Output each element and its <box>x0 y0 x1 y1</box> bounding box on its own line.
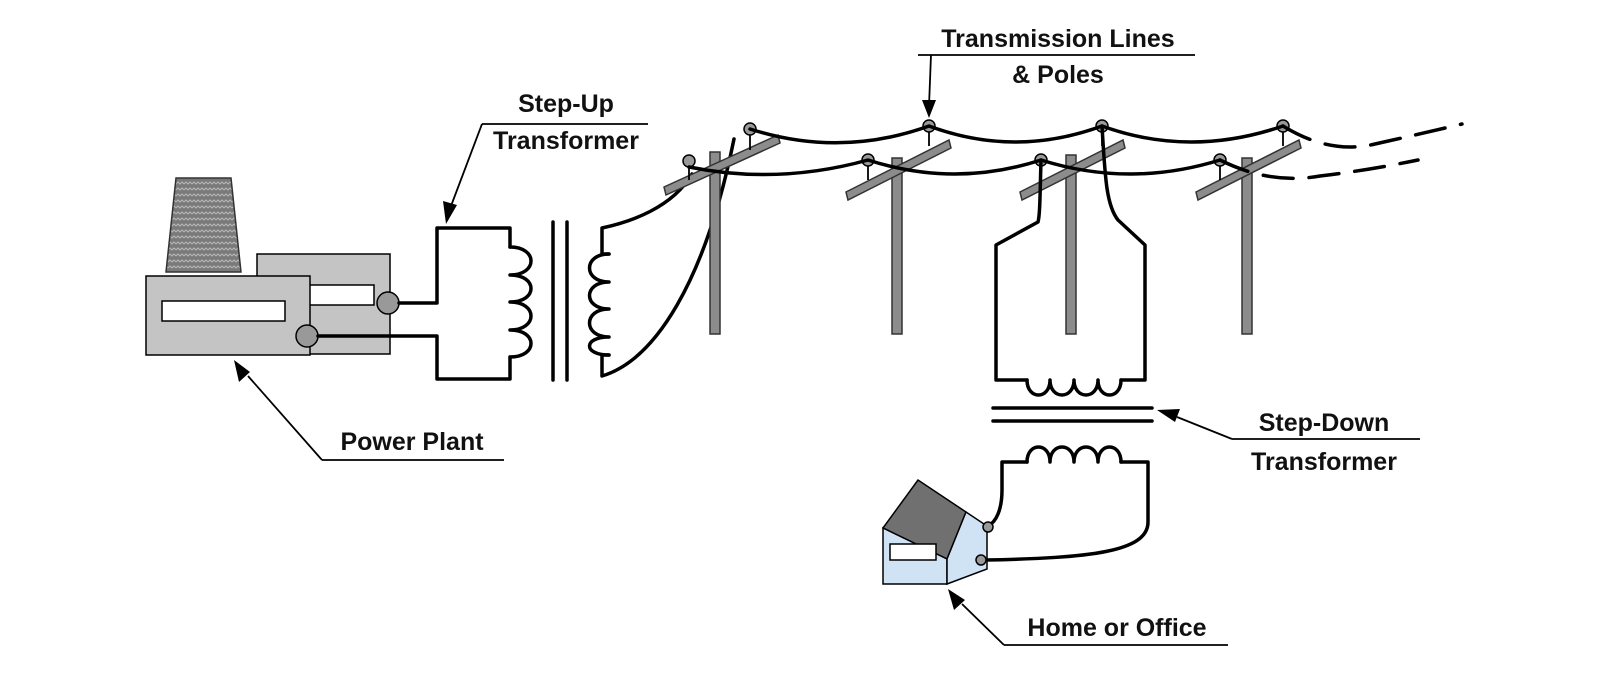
house-window <box>889 543 937 561</box>
home-or-office <box>881 478 994 586</box>
pole-3 <box>1019 119 1126 335</box>
step-down-transformer <box>983 124 1154 562</box>
label-stepdown-line2: Transformer <box>1251 448 1397 476</box>
arrow-home <box>948 589 965 610</box>
plant-terminal-bottom <box>295 324 319 348</box>
house-side <box>946 510 988 586</box>
arrow-step-up <box>443 201 457 224</box>
label-stepdown-line1: Step-Down <box>1259 409 1390 437</box>
transmission-wires <box>687 122 1464 181</box>
plant-front-window <box>161 300 286 322</box>
secondary-coil <box>587 252 611 357</box>
label-stepup-line1: Step-Up <box>518 90 614 118</box>
pole-1 <box>663 122 781 335</box>
smokestack <box>165 177 242 273</box>
primary-coil <box>508 245 533 359</box>
stepdown-secondary-coil <box>1025 445 1123 464</box>
plant-terminal-top <box>376 291 400 315</box>
label-leaders <box>234 54 1420 646</box>
label-transmission-line2: & Poles <box>1012 61 1104 89</box>
stepdown-primary-coil <box>1025 378 1123 397</box>
arrow-power-plant <box>234 360 250 382</box>
label-power-plant: Power Plant <box>340 428 484 456</box>
label-stepup-line2: Transformer <box>493 127 639 155</box>
pole-2 <box>845 119 952 335</box>
power-plant <box>145 177 400 356</box>
label-transmission-line1: Transmission Lines <box>941 25 1174 53</box>
arrow-transmission <box>922 100 936 118</box>
pole-4 <box>1195 119 1302 335</box>
arrow-step-down <box>1157 409 1180 422</box>
labels: Transmission Lines & Poles Step-Up Trans… <box>340 25 1397 642</box>
plant-back-window <box>302 284 375 306</box>
label-home: Home or Office <box>1027 614 1206 642</box>
transmission-poles <box>663 119 1302 335</box>
